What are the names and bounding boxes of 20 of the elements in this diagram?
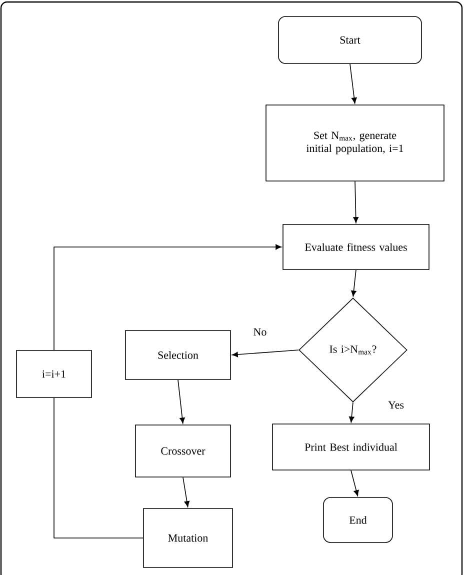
process-box: i=i+1 bbox=[16, 350, 92, 398]
arrow bbox=[351, 270, 356, 297]
process-box: Crossover bbox=[135, 424, 231, 478]
arrow bbox=[353, 181, 358, 224]
arrow bbox=[348, 402, 354, 423]
process-box: Print Best individual bbox=[272, 424, 430, 470]
process-box: Set N$_{max}$, generate initial population, i=1 bbox=[266, 104, 444, 182]
process-box: Mutation bbox=[143, 508, 233, 568]
arrow bbox=[350, 470, 359, 496]
process-box: Evaluate fitness values bbox=[282, 224, 430, 270]
arrow bbox=[178, 380, 185, 424]
edge-label: No bbox=[252, 327, 268, 337]
arrow bbox=[54, 244, 282, 350]
arrow bbox=[232, 350, 299, 358]
end-terminal: End bbox=[323, 497, 393, 543]
arrow bbox=[182, 477, 190, 508]
arrow bbox=[350, 64, 357, 104]
edge-label: Yes bbox=[387, 400, 405, 410]
process-box: Selection bbox=[125, 330, 231, 380]
start-terminal: Start bbox=[278, 16, 422, 64]
